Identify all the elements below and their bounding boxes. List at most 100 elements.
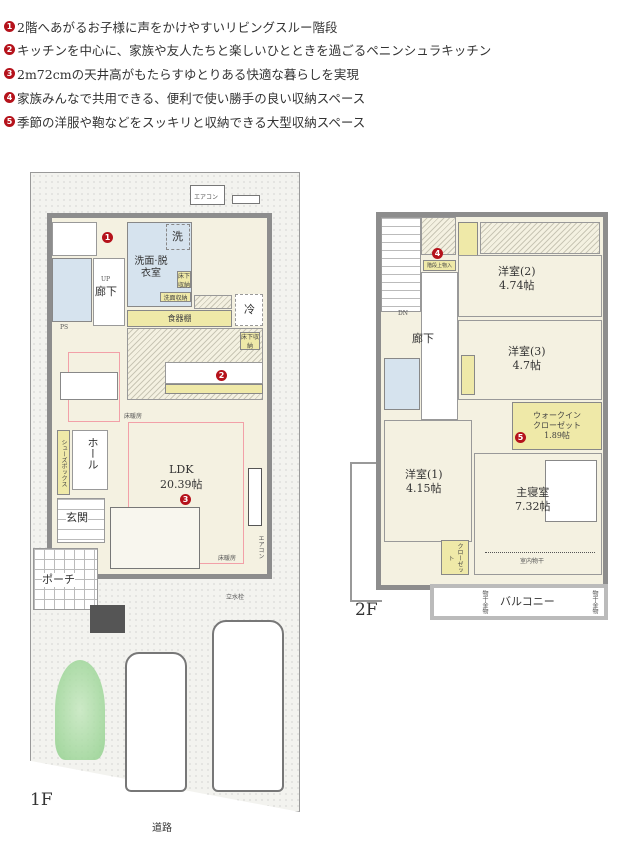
room-size: 4.7帖 (512, 359, 542, 372)
feature-text: 2m72cmの天井高がもたらすゆとりある快適な暮らしを実現 (17, 67, 359, 82)
label: 洗 (172, 230, 183, 243)
corridor-1f (93, 258, 125, 326)
balcony-label: バルコニー (500, 595, 555, 608)
aircon-label: エアコン (257, 535, 264, 559)
badge-3: 3 (180, 494, 191, 505)
car-1 (125, 652, 187, 792)
western-room-3-label: 洋室(3)4.7帖 (508, 345, 546, 373)
badge-4: 4 (432, 248, 443, 259)
hatched-area-2f (480, 222, 600, 254)
badge-1: 1 (102, 232, 113, 243)
fridge: 冷 (235, 294, 263, 326)
badge: 5 (4, 116, 15, 127)
label: クローゼット (533, 421, 581, 430)
bed (545, 460, 597, 522)
western-room-3 (458, 320, 602, 400)
closet-1: クローゼット (441, 540, 469, 575)
faucet-label: 立水栓 (226, 594, 245, 601)
label: ポーチ (42, 573, 75, 587)
badge-5: 5 (515, 432, 526, 443)
badge: 4 (4, 92, 15, 103)
tree (55, 660, 105, 760)
badge: 2 (4, 44, 15, 55)
kitchen-counter (165, 362, 263, 384)
western-room-1-label: 洋室(1)4.15帖 (405, 468, 443, 496)
label: 冷 (244, 303, 255, 316)
cupboard: 食器棚 (127, 310, 232, 327)
feature-text: 季節の洋服や鞄などをスッキリと収納できる大型収納スペース (17, 115, 366, 130)
room-size: 7.32帖 (515, 500, 551, 513)
ldk-size: 20.39帖 (160, 478, 203, 491)
badge: 3 (4, 68, 15, 79)
corridor-2f (421, 272, 458, 420)
room-name: 洋室(3) (508, 345, 546, 358)
balcony (430, 584, 608, 620)
sofa (110, 507, 200, 569)
shoebox: シューズボックス (57, 430, 70, 495)
stair-storage: 階段上物入 (423, 260, 456, 271)
hatched-area (194, 295, 232, 309)
closet-3 (461, 355, 475, 395)
label: 1.89帖 (544, 431, 570, 440)
room-size: 4.15帖 (406, 482, 442, 495)
label: ホール (86, 437, 99, 470)
car-2 (212, 620, 284, 792)
underfloor-storage-2: 床下収納 (240, 332, 260, 350)
feature-text: 家族みんなで共用できる、便利で使い勝手の良い収納スペース (17, 91, 366, 106)
badge: 1 (4, 21, 15, 32)
corridor-label: 廊下 (95, 285, 117, 298)
ps-label: PS (60, 324, 69, 331)
toilet-1f (52, 258, 92, 322)
feature-text: キッチンを中心に、家族や友人たちと楽しいひとときを過ごるペニンシュラキッチン (17, 43, 492, 58)
entrance: 玄関 (57, 498, 105, 543)
underfloor-storage-1: 床下収納 (177, 271, 191, 289)
western-room-2 (458, 255, 602, 317)
drying-rail (485, 552, 595, 553)
corridor-2f-label: 廊下 (412, 332, 434, 345)
washroom-label: 洗面·脱衣室 (134, 256, 168, 279)
toilet-2f (384, 358, 420, 410)
western-room-1 (384, 420, 472, 542)
western-room-2-label: 洋室(2)4.74帖 (498, 265, 536, 293)
road-label: 道路 (152, 823, 172, 834)
aircon-outdoor-unit: エアコン (190, 185, 225, 205)
up-label: UP (101, 276, 111, 283)
stairs-2f (381, 217, 421, 312)
outdoor-box (232, 195, 260, 204)
room-name: 洋室(1) (405, 468, 443, 481)
room-name: 主寝室 (516, 486, 550, 499)
room-name: 洋室(2) (498, 265, 536, 278)
hall: ホール (72, 430, 108, 490)
hanger-label: 物干金物 (591, 590, 598, 614)
tv-stand (248, 468, 262, 526)
porch: ポーチ (33, 548, 98, 610)
indoor-dry-label: 室内物干 (520, 558, 545, 565)
floor-1f-label: 1F (30, 790, 53, 810)
badge-2: 2 (216, 370, 227, 381)
ldk-label: LDK 20.39帖 (160, 462, 203, 492)
washing-machine: 洗 (166, 224, 190, 250)
steps (90, 605, 125, 633)
label: エアコン (194, 194, 219, 201)
ldk-name: LDK (169, 463, 194, 476)
wash-storage: 洗面収納 (160, 292, 191, 302)
feature-text: 2階へあがるお子様に声をかけやすいリビングスルー階段 (17, 20, 338, 35)
hanger-label: 物干金物 (481, 590, 488, 614)
dining-table (60, 372, 118, 400)
floor-heating-label: 床暖房 (218, 555, 237, 562)
floor-heating-label: 床暖房 (124, 413, 143, 420)
dn-label: DN (398, 310, 409, 317)
stairs-1f (52, 222, 97, 256)
label: 玄関 (66, 511, 88, 525)
label: ウォークイン (533, 411, 581, 420)
room-size: 4.74帖 (499, 279, 535, 292)
floor-2f-label: 2F (355, 600, 378, 620)
